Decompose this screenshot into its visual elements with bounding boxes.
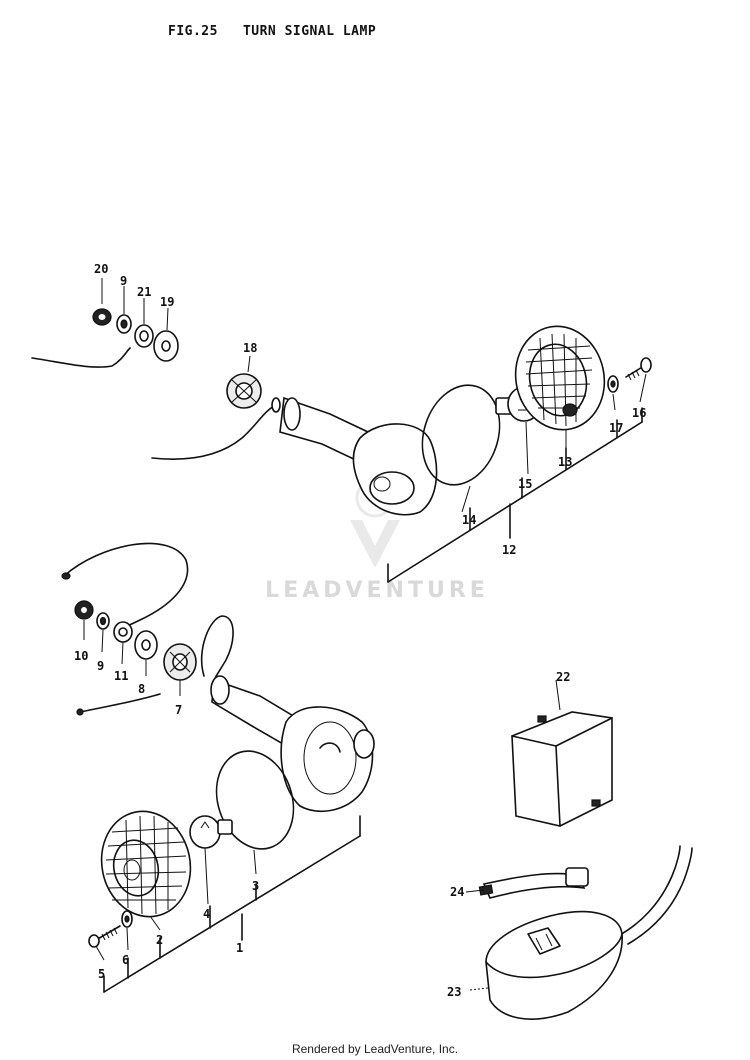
- footer-credit: Rendered by LeadVenture, Inc.: [291, 1042, 459, 1056]
- callout-19: 19: [160, 295, 174, 309]
- part-16-screw: [625, 357, 652, 381]
- callout-labels: 20 9 21 19 18 15 14 12 13 17 16 10 9 11 …: [74, 262, 646, 999]
- short-lead-wire: [79, 693, 161, 713]
- callout-15: 15: [518, 477, 532, 491]
- part-11-terminal: [113, 621, 133, 643]
- part-3-gasket: [215, 750, 295, 850]
- part-18-grommet: [226, 373, 262, 409]
- callout-8: 8: [138, 682, 145, 696]
- callout-3: 3: [252, 879, 259, 893]
- callout-leaders: [83, 278, 647, 991]
- part-9-washer-upper: [116, 314, 132, 334]
- callout-9-lower: 9: [97, 659, 104, 673]
- figure-title: FIG.25 TURN SIGNAL LAMP: [168, 24, 377, 39]
- part-7-grommet: [163, 643, 197, 681]
- callout-2: 2: [156, 933, 163, 947]
- part-24-band: [478, 867, 589, 899]
- callout-10: 10: [74, 649, 88, 663]
- bracket-1: [103, 815, 361, 993]
- callout-16: 16: [632, 406, 646, 420]
- part-5-screw: [88, 925, 121, 948]
- callout-17: 17: [609, 421, 623, 435]
- lower-lamp-wire: [200, 615, 234, 681]
- callout-22: 22: [556, 670, 570, 684]
- watermark-text: LEADVENTURE: [265, 578, 489, 603]
- callout-7: 7: [175, 703, 182, 717]
- part-6-washer: [121, 910, 133, 928]
- part-13-lens: [514, 325, 606, 431]
- part-9-washer-lower: [96, 612, 110, 630]
- callout-12: 12: [502, 543, 516, 557]
- lower-lamp-assembly: [61, 542, 375, 948]
- bracket-12: [387, 407, 643, 583]
- part-8-washer: [134, 630, 158, 660]
- part-21-terminal: [134, 324, 154, 348]
- callout-14: 14: [462, 513, 476, 527]
- part-10-nut: [74, 600, 94, 620]
- upper-lamp-wire: [151, 403, 279, 460]
- callout-5: 5: [98, 967, 105, 981]
- part-23-buzzer: [485, 845, 693, 1020]
- part-23-lead-wire-outer: [627, 847, 693, 945]
- part-14-gasket: [421, 384, 501, 486]
- callout-23: 23: [447, 985, 461, 999]
- part-19-washer: [153, 330, 179, 362]
- upper-lamp-assembly: [31, 308, 652, 516]
- callout-11: 11: [114, 669, 128, 683]
- callout-1: 1: [236, 941, 243, 955]
- upper-ground-wire: [31, 347, 131, 368]
- callout-21: 21: [137, 285, 151, 299]
- callout-18: 18: [243, 341, 257, 355]
- callout-20: 20: [94, 262, 108, 276]
- part-17-washer: [607, 375, 619, 393]
- callout-6: 6: [122, 953, 129, 967]
- callout-24: 24: [450, 885, 464, 899]
- callout-4: 4: [203, 907, 210, 921]
- callout-13: 13: [558, 455, 572, 469]
- part-2-lens: [100, 810, 192, 918]
- part-4-bulb: [189, 815, 233, 849]
- part-23-lead-wire: [617, 845, 681, 937]
- callout-9-upper: 9: [120, 274, 127, 288]
- lower-lamp-housing: [280, 706, 374, 813]
- part-22-flasher-relay: [511, 711, 613, 827]
- part-20-nut: [92, 308, 112, 326]
